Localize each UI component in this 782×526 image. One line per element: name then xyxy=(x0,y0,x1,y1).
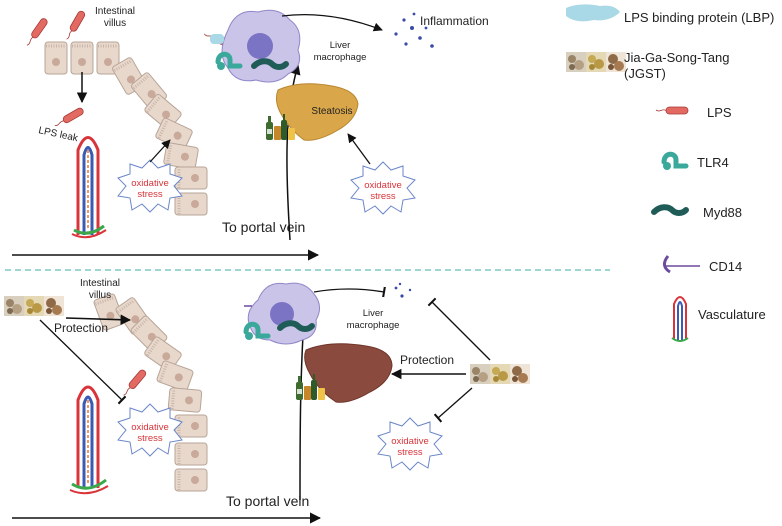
jgst-herb-icon-liver xyxy=(470,364,530,384)
oxidative-stress-liver-text-1: oxidative xyxy=(364,180,402,191)
portal-to-liver-arrow-bottom xyxy=(298,316,309,501)
stress-to-villus-arrow xyxy=(149,139,171,163)
liver-macrophage-label-bottom-2: macrophage xyxy=(347,320,400,331)
stress-to-liver-arrow-top xyxy=(347,133,371,165)
jgst-inhibit-lps-line xyxy=(39,319,127,405)
tlr4-icon-legend xyxy=(663,154,686,170)
liver-macrophage-label-top-2: macrophage xyxy=(314,52,367,63)
vasculature-icon xyxy=(71,136,107,239)
lbp-top xyxy=(210,34,224,44)
cd14-icon xyxy=(663,255,700,274)
protection-liver-label: Protection xyxy=(400,353,454,367)
healthy-liver-icon xyxy=(304,343,393,403)
liver-icon xyxy=(275,83,359,141)
oxidative-stress-badge-gut-bottom: oxidative stress xyxy=(117,403,183,457)
lps-leak-label: LPS leak xyxy=(37,125,79,144)
oxidative-stress-liver-bottom-text-2: stress xyxy=(397,447,423,458)
inflammation-label: Inflammation xyxy=(420,14,489,28)
cytokine-dots-bottom xyxy=(394,282,412,298)
legend-jgst-2: (JGST) xyxy=(624,66,666,81)
macrophage-icon xyxy=(221,9,301,83)
oxidative-stress-badge-liver-top: oxidative stress xyxy=(350,161,416,215)
legend-myd88: Myd88 xyxy=(703,205,742,220)
oxidative-stress-bottom-text-1: oxidative xyxy=(131,422,169,433)
oxidative-stress-liver-text-2: stress xyxy=(370,191,396,202)
oxidative-stress-text-1: oxidative xyxy=(131,178,169,189)
legend-lbp: LPS binding protein (LBP) xyxy=(624,10,774,25)
oxidative-stress-text-2: stress xyxy=(137,189,163,200)
legend-jgst-1: Jia-Ga-Song-Tang xyxy=(624,50,730,65)
myd88-icon-legend xyxy=(654,207,686,213)
intestinal-villus-label-top: Intestinal xyxy=(95,6,135,17)
lps-bacterium-bottom xyxy=(120,368,148,399)
vasculature-icon-legend xyxy=(671,296,689,342)
intestinal-villus-label-top-2: villus xyxy=(104,18,126,29)
legend-lps: LPS xyxy=(707,105,732,120)
jgst-inhibit-inflammation-line xyxy=(427,297,491,361)
jgst-herb-icon-legend xyxy=(566,52,626,72)
portal-to-liver-arrow-top xyxy=(286,63,301,241)
oxidative-stress-liver-bottom-text-1: oxidative xyxy=(391,436,429,447)
jgst-herb-icon-gut xyxy=(4,296,64,316)
steatosis-label: Steatosis xyxy=(311,106,352,117)
legend: LPS binding protein (LBP) Jia-Ga-Song-Ta… xyxy=(566,4,774,342)
lps-icon-legend xyxy=(655,106,689,115)
macrophage-to-inflammation-arrow xyxy=(281,14,383,32)
intestinal-villus-bottom xyxy=(91,291,209,493)
oxidative-stress-badge-liver-bottom: oxidative stress xyxy=(377,417,443,471)
lbp-icon xyxy=(566,4,620,22)
cytokine-dots-top xyxy=(394,12,434,48)
macrophage-inhibited-line xyxy=(313,286,386,298)
intestinal-villus-label-bottom: Intestinal xyxy=(80,278,120,289)
jgst-to-villus-arrow xyxy=(65,314,132,325)
portal-vein-label-top: To portal vein xyxy=(222,219,305,235)
legend-cd14: CD14 xyxy=(709,259,742,274)
protection-gut-label: Protection xyxy=(54,321,108,335)
intestinal-villus-label-bottom-2: villus xyxy=(89,290,111,301)
vasculature-bottom xyxy=(69,385,109,495)
jgst-inhibit-stress-line xyxy=(433,387,473,423)
legend-vasculature: Vasculature xyxy=(698,307,766,322)
legend-tlr4: TLR4 xyxy=(697,155,729,170)
liver-macrophage-label-bottom: Liver xyxy=(363,308,384,319)
liver-macrophage-label-top: Liver xyxy=(330,40,351,51)
oxidative-stress-bottom-text-2: stress xyxy=(137,433,163,444)
portal-vein-label-bottom: To portal vein xyxy=(226,493,309,509)
oxidative-stress-badge-gut-top: oxidative stress xyxy=(117,159,183,213)
